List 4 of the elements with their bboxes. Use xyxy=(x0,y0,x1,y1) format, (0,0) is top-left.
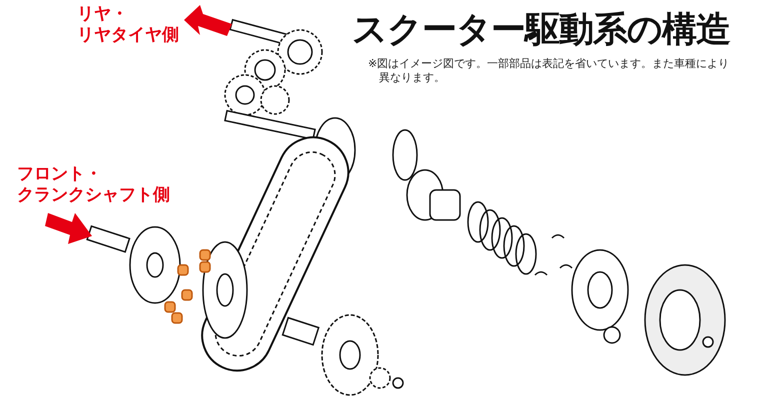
side-label: リヤ・リヤタイヤ側 xyxy=(77,4,179,46)
diagram-title: スクーター駆動系の構造 xyxy=(352,9,730,52)
side-label: フロント・クランクシャフト側 xyxy=(17,164,170,206)
note-text: ※図はイメージ図です。一部部品は表記を省いています。また車種により異なります。 xyxy=(368,57,730,85)
